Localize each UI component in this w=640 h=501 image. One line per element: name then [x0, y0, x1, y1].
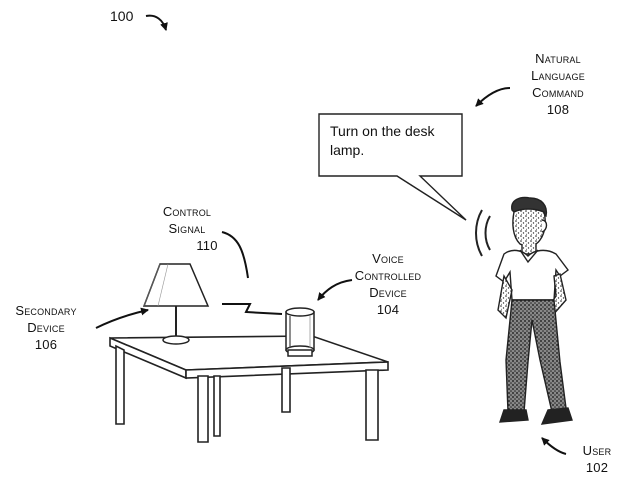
- secondary-device-line1: Secondary: [15, 303, 77, 318]
- control-signal-line1: Control: [162, 204, 212, 219]
- natural-language-command-line1: Natural: [535, 51, 581, 66]
- control-signal-number: 110: [196, 238, 218, 253]
- voice-controlled-device: [285, 307, 315, 357]
- user-figure: [495, 196, 573, 425]
- voice-device-leader-arrow: [317, 279, 353, 301]
- sound-waves: [475, 209, 491, 257]
- speech-bubble: [318, 113, 467, 221]
- natural-language-command-line3: Command: [532, 85, 584, 100]
- secondary-device-label: Secondary Device 106: [0, 302, 92, 353]
- secondary-device-number: 106: [34, 337, 58, 352]
- user-leader-arrow: [541, 437, 567, 455]
- desk-lamp: [142, 263, 210, 345]
- control-signal-zigzag: [222, 303, 283, 315]
- figure-number-label: 100: [110, 8, 134, 24]
- user-label: User 102: [572, 442, 622, 476]
- user-line1: User: [582, 443, 612, 458]
- voice-controlled-device-number: 104: [376, 302, 400, 317]
- voice-controlled-device-line2: Controlled: [354, 268, 422, 283]
- secondary-device-leader-arrow: [95, 307, 149, 329]
- figure-number-arrow: [145, 14, 168, 31]
- voice-controlled-device-line3: Device: [369, 285, 407, 300]
- user-number: 102: [585, 460, 609, 475]
- control-signal-label: Control Signal 110: [150, 203, 224, 254]
- secondary-device-line2: Device: [27, 320, 65, 335]
- control-signal-leader: [221, 231, 249, 279]
- voice-controlled-device-label: Voice Controlled Device 104: [336, 250, 440, 318]
- speech-bubble-text: Turn on the desk lamp.: [330, 123, 435, 158]
- command-leader-arrow: [475, 87, 511, 107]
- control-signal-line2: Signal: [168, 221, 206, 236]
- natural-language-command-label: Natural Language Command 108: [512, 50, 604, 118]
- natural-language-command-number: 108: [546, 102, 570, 117]
- desk-table: [109, 335, 389, 443]
- natural-language-command-line2: Language: [531, 68, 585, 83]
- voice-controlled-device-line1: Voice: [372, 251, 404, 266]
